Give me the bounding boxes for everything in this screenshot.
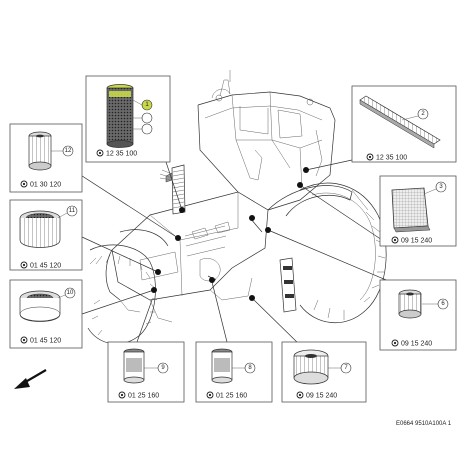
leader-lines [41,149,399,346]
part-box-12[interactable]: 12 01 30 120 [9,123,83,193]
part-box-7[interactable]: 7 09 15 240 [281,341,367,403]
air-filter-element-icon [106,84,134,148]
front-wheel-inner [119,229,169,247]
part-box-6[interactable]: 6 09 15 240 [379,279,457,351]
part-code-6: 09 15 240 [401,341,432,348]
part-box-9[interactable]: 9 01 25 160 [107,341,185,403]
rear-wheel [299,182,387,323]
oval-air-filter-icon [19,290,61,322]
part-number-8: 8 [248,365,252,371]
cylinder-filter-icon [28,131,52,171]
part-code-8: 01 25 160 [216,393,247,400]
panel-filter-icon [391,187,431,233]
direction-arrow-icon [14,369,47,389]
part-code-3: 12 35 100 [106,151,137,158]
part-number-6: 6 [441,301,445,307]
cab-steps [279,257,297,313]
spin-on-filter-icon [211,348,233,384]
rear-fender [267,185,353,217]
figure-reference: E0664 9510A100A 1 [396,421,452,427]
part-code-10: 01 45 120 [30,338,61,345]
part-code-1: 12 35 100 [376,155,407,162]
part-number-12: 12 [65,148,72,154]
part-box-1[interactable]: 2 12 35 100 [351,85,457,163]
part-code-11: 01 45 120 [30,263,61,270]
oval-air-filter-icon [19,210,61,248]
part-number-2: 3 [439,184,443,190]
round-filter-icon [293,349,329,385]
tractor-body [105,191,269,323]
part-box-8[interactable]: 8 01 25 160 [195,341,273,403]
small-filter-icon [398,289,422,319]
tractor-illustration [87,70,387,345]
part-number-9: 9 [161,365,165,371]
leader-dots [151,167,309,301]
part-box-2[interactable]: 3 09 15 240 [379,175,457,247]
part-number-7: 7 [344,365,348,371]
part-code-12: 01 30 120 [30,182,61,189]
part-number-3: 1 [145,102,149,108]
part-number-11: 11 [69,208,76,214]
part-code-2: 09 15 240 [401,238,432,245]
cab-filter-icon [359,95,441,149]
part-box-3-4-5[interactable]: 1 12 35 100 [85,75,171,163]
part-box-10[interactable]: 10 01 45 120 [9,279,83,349]
part-code-7: 09 15 240 [306,393,337,400]
part-code-9: 01 25 160 [128,393,159,400]
spin-on-filter-icon [123,348,145,384]
part-number-10: 10 [67,290,74,296]
part-number-1: 2 [421,111,425,117]
tractor-cab [197,70,336,211]
front-wheel [87,244,158,345]
part-box-11[interactable]: 11 01 45 120 [9,199,83,271]
